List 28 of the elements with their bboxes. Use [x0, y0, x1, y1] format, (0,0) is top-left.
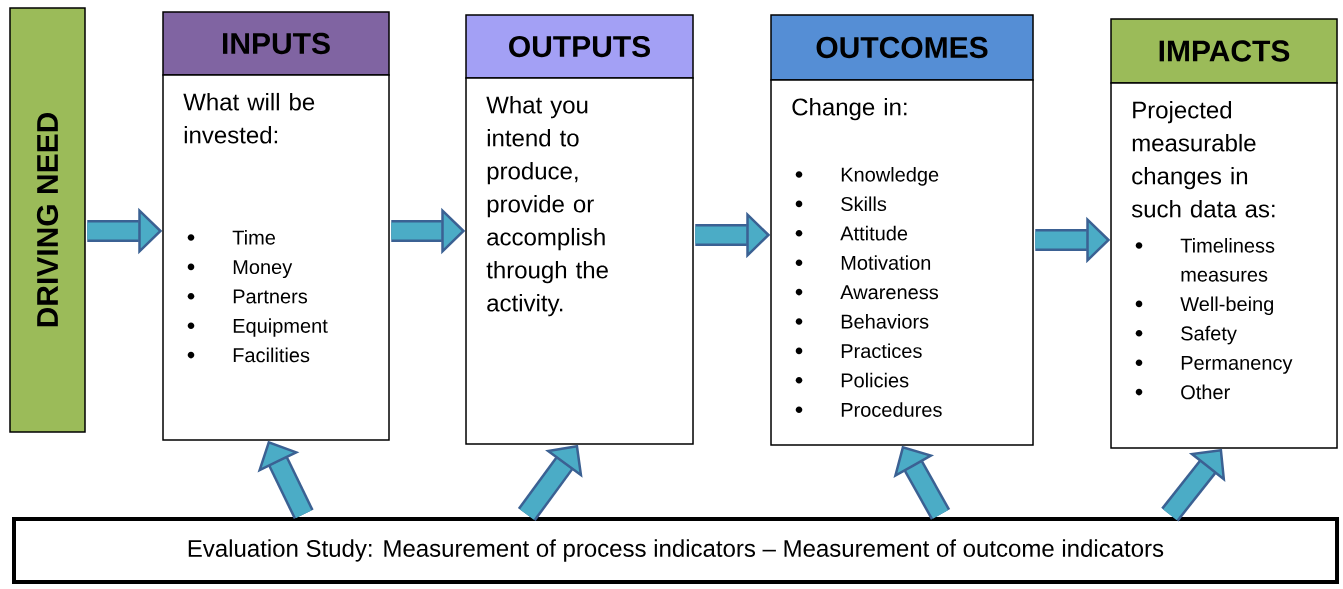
list-item: Time — [232, 230, 275, 245]
list-item: Equipment — [233, 318, 328, 337]
list-item: Motivation — [841, 255, 931, 270]
evaluation-box: Evaluation Study: Measurement of process indicators – Measurement of outcome indicators — [12, 517, 1339, 584]
list-item: Attitude — [840, 225, 908, 241]
list-item: Procedures — [841, 402, 942, 417]
header-box: INPUTS — [162, 11, 390, 76]
content-box: What you intend to produce, provide or accomplish through the activity. — [465, 77, 694, 445]
list-item: Behaviors — [841, 314, 929, 329]
list-item: Policies — [841, 372, 909, 388]
list-item: Safety — [1181, 325, 1237, 345]
list-item: Money — [233, 260, 293, 279]
driving-need-bar: DRIVING NEED — [9, 7, 86, 433]
header-box: IMPACTS — [1110, 18, 1338, 84]
block-arrow — [1161, 448, 1226, 522]
list-item: Permanency — [1181, 355, 1293, 374]
block-arrow — [517, 444, 583, 522]
list-item: Knowledge — [841, 167, 939, 186]
list-item: Awareness — [840, 285, 939, 300]
list-item: Facilities — [233, 347, 310, 363]
list-item: Practices — [841, 343, 922, 359]
list-item: Timeliness measures — [1180, 238, 1275, 282]
list-item: Well-being — [1180, 296, 1274, 316]
list-item: Partners — [233, 289, 308, 304]
list-item: Skills — [841, 196, 887, 212]
header-box: OUTPUTS — [465, 14, 694, 79]
list-item: Other — [1181, 384, 1230, 400]
header-box: OUTCOMES — [770, 14, 1034, 81]
